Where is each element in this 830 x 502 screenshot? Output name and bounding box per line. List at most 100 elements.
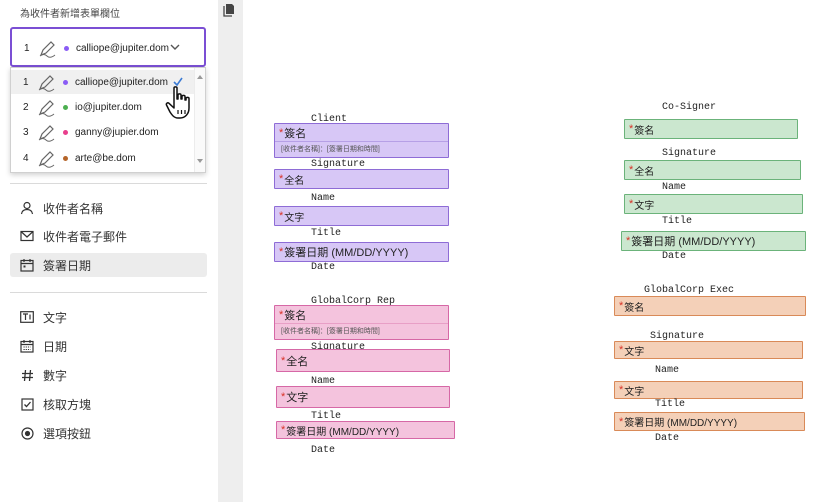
- scroll-down-icon[interactable]: [197, 159, 203, 164]
- field-text: 簽署日期 (MM/DD/YYYY): [624, 418, 738, 429]
- globalcorp-exec-signature-field[interactable]: *簽名: [614, 296, 806, 316]
- cosigner-signature-label: Signature: [662, 148, 717, 159]
- field-text: 全名: [286, 355, 309, 368]
- recipient-email: calliope@jupiter.dom: [75, 76, 168, 88]
- required-marker: *: [629, 164, 634, 176]
- field-radio[interactable]: 選項按鈕: [10, 421, 207, 445]
- recipient-option[interactable]: 4 arte@be.dom: [11, 146, 196, 170]
- document-copy-icon[interactable]: [223, 3, 235, 17]
- field-text: 全名: [634, 166, 655, 178]
- required-marker: *: [281, 391, 286, 403]
- globalcorp-rep-date-label: Date: [311, 445, 336, 456]
- cosigner-date-label: Date: [662, 251, 687, 262]
- recipient-option[interactable]: 1 calliope@jupiter.dom: [11, 70, 196, 94]
- field-text: 文字: [624, 346, 645, 358]
- field-text: 全名: [284, 175, 305, 187]
- recipient-color-dot: [63, 155, 68, 161]
- checkmark-icon: [173, 77, 183, 86]
- chevron-down-icon[interactable]: [170, 43, 180, 51]
- client-date-field[interactable]: *簽署日期 (MM/DD/YYYY): [274, 242, 449, 262]
- checkbox-icon: [20, 397, 34, 411]
- recipient-option[interactable]: 2 io@jupiter.dom: [11, 95, 196, 119]
- signature-pen-icon: [38, 100, 55, 117]
- globalcorp-rep-title-label: Title: [311, 411, 342, 422]
- required-marker: *: [279, 308, 284, 321]
- recipient-number: 1: [24, 42, 30, 54]
- signature-pen-icon: [38, 75, 55, 92]
- recipient-color-dot: [64, 45, 69, 51]
- recipient-dropdown: 1 calliope@jupiter.dom 2 io@jupiter.dom …: [10, 67, 206, 173]
- field-signing-date[interactable]: 簽署日期: [10, 253, 207, 277]
- globalcorp-exec-name-label: Name: [655, 365, 680, 376]
- field-date[interactable]: 日期: [10, 334, 207, 358]
- globalcorp-exec-title-field[interactable]: *文字: [614, 381, 803, 399]
- text-icon: [20, 310, 34, 324]
- required-marker: *: [281, 424, 286, 436]
- field-number[interactable]: 數字: [10, 363, 207, 387]
- recipient-selector[interactable]: 1 calliope@jupiter.dom: [10, 27, 206, 67]
- scroll-up-icon[interactable]: [197, 74, 203, 79]
- required-marker: *: [619, 300, 624, 312]
- required-marker: *: [279, 126, 284, 139]
- divider: [10, 292, 207, 293]
- globalcorp-exec-date-label: Date: [655, 433, 680, 444]
- client-heading: Client: [311, 114, 348, 125]
- recipient-email: calliope@jupiter.dom: [76, 42, 169, 54]
- globalcorp-rep-date-field[interactable]: *簽署日期 (MM/DD/YYYY): [276, 421, 455, 439]
- required-marker: *: [629, 198, 634, 210]
- recipient-email: io@jupiter.dom: [75, 101, 142, 113]
- panel-gutter: [218, 0, 243, 502]
- recipient-option[interactable]: 3 ganny@jupier.dom: [11, 120, 196, 144]
- field-text: 簽署日期 (MM/DD/YYYY): [631, 236, 756, 248]
- signature-pen-icon: [38, 151, 55, 168]
- field-text: 簽名: [624, 302, 645, 314]
- field-checkbox[interactable]: 核取方塊: [10, 392, 207, 416]
- field-label: 核取方塊: [43, 397, 92, 412]
- hash-icon: [20, 368, 34, 382]
- recipient-color-dot: [63, 79, 68, 85]
- field-label: 文字: [43, 310, 68, 325]
- globalcorp-exec-signature-label: Signature: [650, 331, 705, 342]
- field-text: 文字: [284, 212, 305, 224]
- globalcorp-rep-signature-label: Signature: [311, 342, 366, 353]
- recipient-number: 4: [23, 152, 29, 164]
- required-marker: *: [619, 384, 624, 396]
- cosigner-signature-field[interactable]: *簽名: [624, 119, 798, 139]
- client-title-label: Title: [311, 228, 342, 239]
- globalcorp-exec-date-field[interactable]: *簽署日期 (MM/DD/YYYY): [614, 412, 805, 431]
- recipient-number: 2: [23, 101, 29, 113]
- field-subtext: [收件者名稱]：[簽署日期和時間]: [281, 328, 380, 335]
- mail-icon: [20, 229, 34, 243]
- field-text: 簽署日期 (MM/DD/YYYY): [286, 426, 400, 438]
- field-text: 簽署日期 (MM/DD/YYYY): [284, 247, 409, 259]
- globalcorp-exec-heading: GlobalCorp Exec: [644, 285, 735, 296]
- field-recipient-name[interactable]: 收件者名稱: [10, 196, 207, 220]
- required-marker: *: [619, 415, 624, 428]
- cosigner-name-field[interactable]: *全名: [624, 160, 801, 180]
- cosigner-date-field[interactable]: *簽署日期 (MM/DD/YYYY): [621, 231, 806, 251]
- globalcorp-exec-name-field[interactable]: *文字: [614, 341, 803, 359]
- field-label: 日期: [43, 339, 68, 354]
- recipient-color-dot: [63, 129, 68, 135]
- dropdown-scrollbar[interactable]: [194, 68, 205, 172]
- field-text: 簽名: [634, 125, 655, 137]
- client-title-field[interactable]: *文字: [274, 206, 449, 226]
- cosigner-title-field[interactable]: *文字: [624, 194, 803, 214]
- calendar-icon: [20, 339, 34, 353]
- calendar-icon: [20, 258, 34, 272]
- field-text[interactable]: 文字: [10, 305, 207, 329]
- recipient-email: ganny@jupier.dom: [75, 126, 159, 138]
- required-marker: *: [619, 344, 624, 356]
- field-recipient-email[interactable]: 收件者電子郵件: [10, 224, 207, 248]
- recipient-number: 3: [23, 126, 29, 138]
- globalcorp-rep-title-field[interactable]: *文字: [276, 386, 450, 408]
- field-label: 簽署日期: [43, 258, 92, 273]
- field-label: 選項按鈕: [43, 426, 92, 441]
- client-name-field[interactable]: *全名: [274, 169, 449, 189]
- globalcorp-rep-name-field[interactable]: *全名: [276, 349, 450, 372]
- recipient-email: arte@be.dom: [75, 152, 136, 164]
- globalcorp-rep-signature-field[interactable]: *簽名 [收件者名稱]：[簽署日期和時間]: [274, 305, 449, 340]
- required-marker: *: [626, 235, 631, 247]
- globalcorp-exec-title-label: Title: [655, 399, 686, 410]
- client-signature-field[interactable]: *簽名 [收件者名稱]：[簽署日期和時間]: [274, 123, 449, 158]
